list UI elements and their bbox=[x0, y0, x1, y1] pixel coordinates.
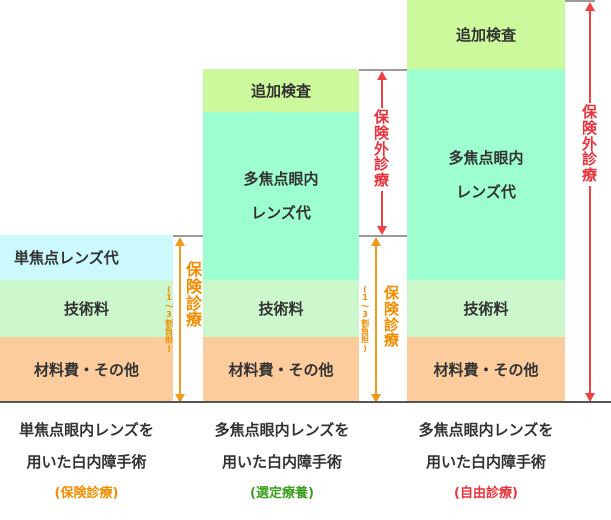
technical-fee-block-2: 技術料 bbox=[203, 280, 359, 337]
caption-1-line2: 用いた白内障手術 bbox=[26, 453, 147, 471]
divider-line bbox=[565, 0, 595, 2]
caption-2-line1: 多焦点眼内レンズを bbox=[214, 421, 350, 439]
single-lens-cost-block: 単焦点レンズ代 bbox=[0, 235, 173, 280]
additional-tests-block-3: 追加検査 bbox=[407, 0, 565, 69]
caption-1: 単焦点眼内レンズを 用いた白内障手術 (保険診療) bbox=[0, 414, 173, 510]
caption-1-tag: (保険診療) bbox=[54, 486, 119, 501]
copay-note-2: ( 1 〜 3 割 負 担 ) bbox=[361, 285, 369, 353]
insured-label-1: 保 険 診 療 bbox=[186, 260, 203, 330]
caption-1-line1: 単焦点眼内レンズを bbox=[19, 421, 154, 439]
materials-block-1: 材料費・その他 bbox=[0, 337, 173, 401]
baseline bbox=[0, 401, 611, 403]
divider-line bbox=[359, 235, 407, 237]
insured-range-arrow-2 bbox=[371, 237, 381, 403]
caption-3-line2: 用いた白内障手術 bbox=[425, 453, 546, 471]
caption-2-line2: 用いた白内障手術 bbox=[221, 453, 342, 471]
materials-block-2: 材料費・その他 bbox=[203, 337, 359, 401]
non-insured-label-2: 保 険 外 診 療 bbox=[374, 108, 390, 191]
non-insured-label-3: 保 険 外 診 療 bbox=[582, 103, 598, 186]
divider-line bbox=[173, 235, 203, 237]
caption-2: 多焦点眼内レンズを 用いた白内障手術 (選定療養) bbox=[190, 414, 374, 510]
insured-range-arrow-1 bbox=[175, 237, 185, 403]
caption-3: 多焦点眼内レンズを 用いた白内障手術 (自由診療) bbox=[394, 414, 578, 510]
additional-tests-block-2: 追加検査 bbox=[203, 69, 359, 112]
multifocal-lens-block-2: 多焦点眼内 レンズ代 bbox=[203, 112, 359, 280]
technical-fee-block-3: 技術料 bbox=[407, 280, 565, 337]
materials-block-3: 材料費・その他 bbox=[407, 337, 565, 401]
divider-line bbox=[359, 69, 407, 71]
caption-2-tag: (選定療養) bbox=[250, 486, 314, 501]
non-insured-range-arrow-3 bbox=[585, 2, 595, 402]
copay-note-1: ( 1 〜 3 割 負 担 ) bbox=[165, 285, 173, 353]
caption-3-line1: 多焦点眼内レンズを bbox=[418, 421, 554, 439]
multifocal-lens-block-3: 多焦点眼内 レンズ代 bbox=[407, 69, 565, 280]
insured-label-2: 保 険 診 療 bbox=[384, 284, 400, 350]
technical-fee-block-1: 技術料 bbox=[0, 280, 173, 337]
caption-3-tag: (自由診療) bbox=[454, 486, 518, 501]
